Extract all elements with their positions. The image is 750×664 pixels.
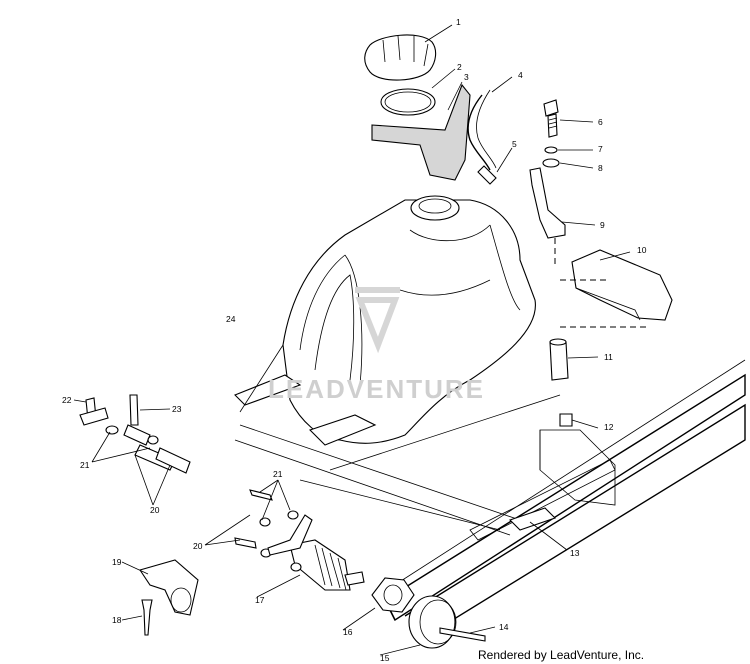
o-ring-inner	[384, 91, 432, 113]
callout-6: 6	[598, 117, 603, 127]
bolt	[543, 99, 559, 138]
floor-guide-lines	[234, 394, 561, 536]
callout-15: 15	[380, 653, 390, 663]
fuel-cap	[364, 34, 437, 81]
foam-strip	[371, 83, 471, 181]
credit-line: Rendered by LeadVenture, Inc.	[478, 648, 645, 662]
hex-nut-hole	[383, 584, 403, 606]
callout-13: 13	[570, 548, 580, 558]
callout-19: 19	[112, 557, 122, 567]
callout-22: 22	[62, 395, 72, 405]
callout-9: 9	[600, 220, 605, 230]
callout-4: 4	[518, 70, 523, 80]
callout-21-left: 21	[80, 460, 90, 470]
hose-set-lower	[234, 489, 313, 572]
leader-lines	[73, 24, 631, 656]
callout-1: 1	[456, 17, 461, 27]
callout-8: 8	[598, 163, 603, 173]
cap-bolt	[439, 627, 486, 642]
hex-nut	[371, 577, 415, 613]
frame-rail	[384, 359, 746, 641]
watermark: LEADVENTURE	[268, 374, 485, 404]
vent-hose	[467, 94, 491, 171]
callout-21-right: 21	[273, 469, 283, 479]
callout-2: 2	[457, 62, 462, 72]
fuel-valve	[289, 539, 365, 591]
callout-24: 24	[226, 314, 236, 324]
bushing	[559, 413, 573, 427]
callout-numbers: 1 2 3 4 5 6 7 8 9 10 11 12 13 14 15 16 1…	[62, 17, 647, 663]
callout-10: 10	[637, 245, 647, 255]
vent-hose-edge	[476, 89, 497, 169]
bracket	[529, 167, 566, 239]
callout-16: 16	[343, 627, 353, 637]
callout-18: 18	[112, 615, 122, 625]
callout-23: 23	[172, 404, 182, 414]
callout-5: 5	[512, 139, 517, 149]
callout-7: 7	[598, 144, 603, 154]
fuel-tank	[234, 195, 536, 446]
spacer	[549, 341, 569, 381]
callout-3: 3	[464, 72, 469, 82]
callout-14: 14	[499, 622, 509, 632]
flat-washer	[542, 158, 560, 168]
callout-11: 11	[604, 352, 613, 362]
decal	[508, 507, 557, 531]
clamp-bracket	[139, 559, 199, 616]
end-cap	[408, 595, 457, 649]
fitting	[477, 165, 497, 185]
callout-12: 12	[604, 422, 614, 432]
mount-block-edge	[575, 287, 641, 321]
watermark-logo	[355, 287, 400, 354]
fitting-set-left	[79, 394, 191, 474]
spacer-top	[549, 338, 567, 346]
callout-20-left: 20	[150, 505, 160, 515]
mount-block	[571, 249, 673, 321]
screw	[141, 599, 153, 636]
o-ring	[380, 88, 436, 116]
callout-17: 17	[255, 595, 265, 605]
callout-20-right: 20	[193, 541, 203, 551]
lock-washer	[544, 146, 558, 154]
